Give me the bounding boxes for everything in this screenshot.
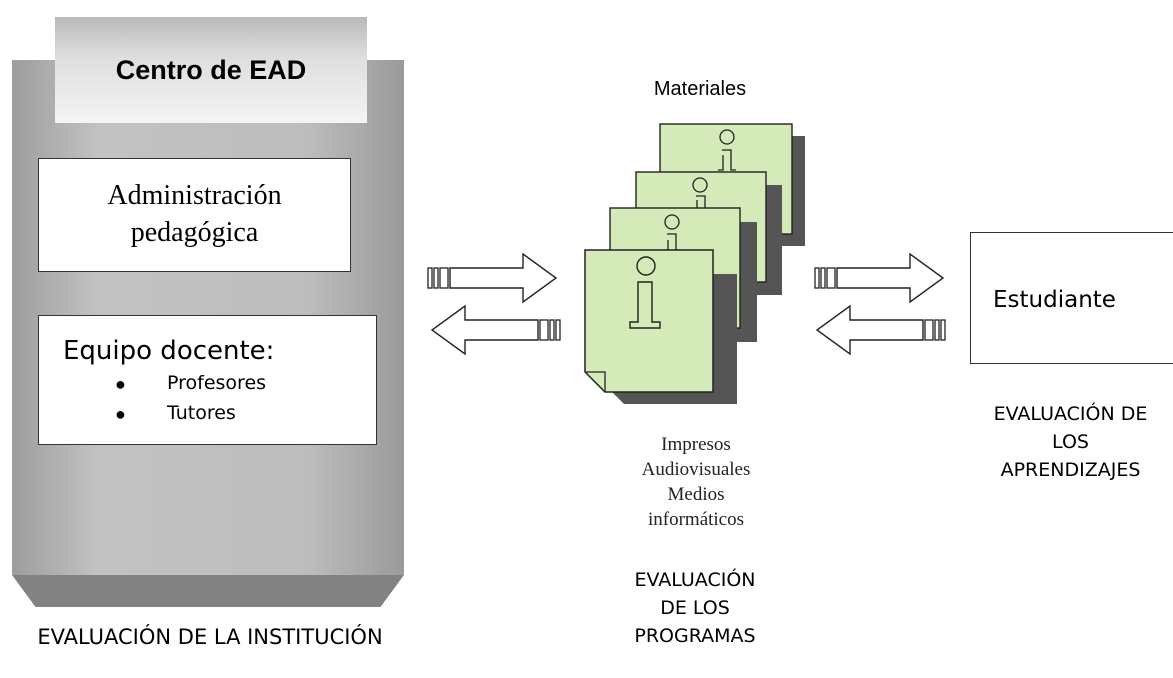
- admin-label: Administración pedagógica: [39, 177, 350, 251]
- institution-tab: [55, 17, 367, 123]
- learning-evaluation-line: LOS: [1052, 431, 1089, 453]
- team-title: Equipo docente:: [63, 336, 275, 366]
- programs-evaluation-line: EVALUACIÓN: [634, 569, 756, 591]
- arrow-to-materials-return-icon: [816, 305, 946, 355]
- arrow-to-materials-icon: [427, 253, 557, 303]
- bullet-icon: ●: [115, 404, 126, 424]
- material-pages-stack: [584, 123, 805, 404]
- team-member: Profesores: [167, 372, 267, 394]
- admin-label-line1: Administración: [107, 180, 282, 211]
- admin-box: Administración pedagógica: [38, 158, 351, 272]
- student-box: Estudiante: [970, 232, 1173, 364]
- programs-evaluation-line: DE LOS: [660, 597, 730, 619]
- learning-evaluation-label: EVALUACIÓN DE LOS APRENDIZAJES: [968, 400, 1173, 484]
- media-list: Impresos Audiovisuales Medios informátic…: [606, 432, 786, 532]
- programs-evaluation-line: PROGRAMAS: [634, 625, 756, 647]
- media-item: Impresos: [661, 434, 731, 455]
- institution-evaluation-label: EVALUACIÓN DE LA INSTITUCIÓN: [37, 625, 383, 649]
- media-item: informáticos: [647, 509, 745, 530]
- admin-label-line2: pedagógica: [130, 217, 259, 248]
- material-page-icon-front: [584, 249, 737, 404]
- materials-caption: Materiales: [653, 78, 747, 100]
- programs-evaluation-label: EVALUACIÓN DE LOS PROGRAMAS: [590, 566, 800, 650]
- institution-tab-label: Centro de EAD: [115, 55, 307, 85]
- bullet-icon: ●: [115, 374, 126, 394]
- team-box: Equipo docente: ● Profesores ● Tutores: [38, 315, 377, 445]
- media-item: Audiovisuales: [641, 459, 751, 480]
- student-label: Estudiante: [993, 287, 1116, 313]
- institution-block-base: [12, 575, 404, 607]
- media-item: Medios: [667, 484, 725, 505]
- team-member: Tutores: [167, 402, 236, 424]
- arrow-to-student-icon: [814, 253, 944, 303]
- learning-evaluation-line: APRENDIZAJES: [1000, 459, 1141, 481]
- arrow-to-institution-icon: [431, 305, 561, 355]
- learning-evaluation-line: EVALUACIÓN DE: [993, 403, 1148, 425]
